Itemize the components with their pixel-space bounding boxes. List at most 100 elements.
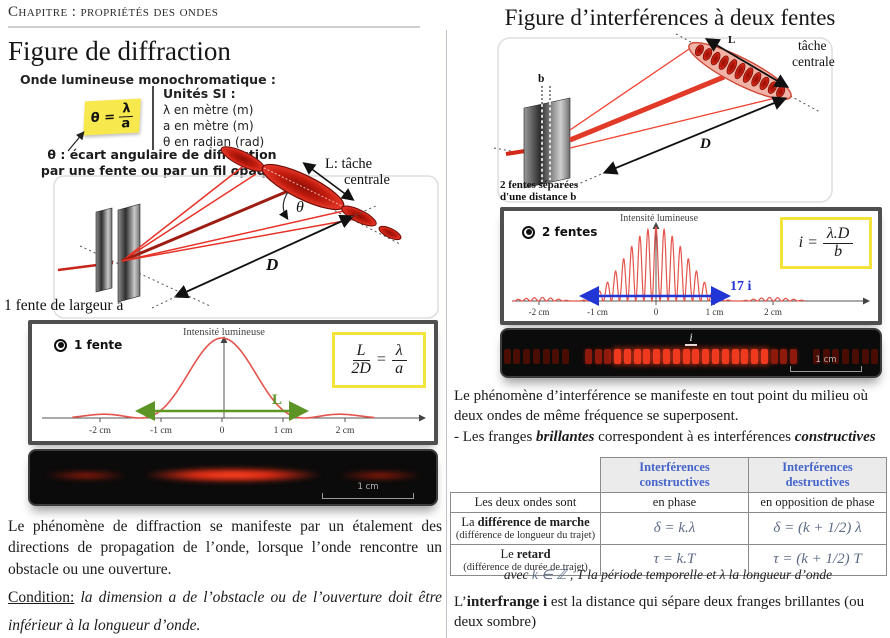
interfrange-annotation: 17 i (730, 279, 752, 294)
table-row: Les deux ondes sont en phase en oppositi… (450, 492, 887, 513)
fringe-bar (552, 349, 560, 364)
scale-bar: 1 cm (790, 355, 862, 372)
tick-label: 2 cm (764, 307, 782, 317)
interference-screen-strip: i 1 cm (500, 328, 882, 378)
row-formula: δ = k.λ (600, 512, 749, 545)
L-annotation: L (272, 392, 282, 408)
diffraction-spot (378, 225, 402, 241)
fringe-bar (822, 349, 830, 364)
row-label: La différence de marche (différence de l… (450, 512, 601, 545)
fringe-bar (672, 349, 680, 364)
fringe-bar (692, 349, 700, 364)
fringe-bar (861, 349, 869, 364)
sticky-lhs: θ = (90, 109, 116, 126)
table-note: avec k ∈ ℤ , T la période temporelle et … (503, 567, 833, 582)
theta-label: θ (296, 199, 304, 216)
condition-paragraph: Condition: la dimension a de l’obstacle … (8, 589, 442, 634)
fringe-bar (770, 349, 778, 364)
legend-label: 2 fentes (542, 225, 598, 239)
fringe-bar (584, 349, 592, 364)
table-header-row: Interférences constructives Interférence… (451, 457, 887, 493)
diffraction-paragraph: Le phénomène de diffraction se manifeste… (8, 518, 442, 578)
fringe-bar (851, 349, 859, 364)
tache-label: tâche (798, 38, 826, 53)
diffraction-spot (220, 146, 266, 172)
fringe-bar (741, 349, 749, 364)
fringe-bar (623, 349, 631, 364)
table-row: Le retard (différence de durée de trajet… (450, 543, 887, 577)
diagram-frame (497, 37, 833, 203)
left-subtitle: Onde lumineuse monochromatique : (20, 72, 276, 87)
row-label: Le retard (différence de durée de trajet… (450, 543, 601, 577)
row-formula: δ = (k + 1/2) λ (748, 512, 887, 545)
unites-line: a en mètre (m) (163, 119, 254, 133)
D-label: D (265, 255, 278, 274)
fringe-bar (842, 349, 850, 364)
diffraction-spot (341, 205, 377, 227)
slits-caption-1: 2 fentes séparées (500, 179, 579, 191)
radio-icon[interactable] (522, 225, 535, 239)
radio-icon[interactable] (54, 338, 67, 352)
chapter-heading: Chapitre : propriétés des ondes (8, 4, 420, 28)
centrale-label: centrale (792, 54, 835, 69)
tick-label: 0 (654, 307, 659, 317)
fringe-bar (643, 349, 651, 364)
legend-label: 1 fente (74, 338, 123, 352)
fringe-bar (663, 349, 671, 364)
legend-2-fentes[interactable]: 2 fentes (522, 225, 597, 239)
fringe-bar (682, 349, 690, 364)
table-header-blank (451, 458, 601, 493)
fringe-bar (532, 349, 540, 364)
diffraction-screen-strip: 1 cm (28, 449, 438, 506)
fringe-bar (653, 349, 661, 364)
unites-line: θ en radian (rad) (163, 135, 265, 149)
slit-plate-left (95, 207, 113, 293)
b-label: b (538, 73, 544, 85)
bullet-line: - Les franges brillantes correspondent à… (454, 428, 876, 445)
scale-bar: 1 cm (322, 482, 414, 499)
sticky-fraction: λ a (118, 101, 135, 131)
table-header-constructives: Interférences constructives (600, 457, 749, 493)
diagram-frame (53, 175, 439, 319)
fringe-bar (523, 349, 531, 364)
sticky-formula: θ = λ a (83, 98, 141, 136)
interference-diagram: b L tâche centrale D 2 fentes séparées d… (493, 33, 835, 203)
diffraction-plot-panel: Intensité lumineuse L -2 cm -1 cm 0 1 cm… (28, 320, 438, 445)
L-label: L (728, 34, 735, 46)
interference-plot: Intensité lumineuse 17 i -2 cm -1 cm 0 1… (512, 213, 870, 317)
slits-caption-2: d'une distance b (500, 191, 576, 203)
fringe-bar (702, 349, 710, 364)
tick-label: -1 cm (150, 426, 173, 436)
fringe-bar (731, 349, 739, 364)
legend-1-fente[interactable]: 1 fente (54, 338, 122, 352)
row-label: Les deux ondes sont (450, 492, 601, 513)
sticky-pointer-arrow-icon (67, 131, 85, 152)
D-label: D (699, 136, 711, 152)
fringe-bar (614, 349, 622, 364)
fringe-bar (760, 349, 768, 364)
tick-label: -2 cm (529, 307, 550, 317)
fringe-bars (503, 349, 879, 364)
side-fringe-left (44, 470, 128, 481)
interfrange-paragraph: L’interfrange i est la distance qui sépa… (454, 594, 865, 631)
interference-table: Interférences constructives Interférence… (450, 457, 887, 577)
row-formula: τ = k.T (600, 543, 749, 577)
diffraction-plot: Intensité lumineuse L -2 cm -1 cm 0 1 cm… (42, 327, 426, 436)
table-header-destructives: Interférences destructives (748, 457, 887, 493)
L-tache-label: L: tâche (325, 156, 372, 172)
interference-curve (512, 226, 805, 303)
side-fringe-right (338, 470, 422, 481)
tick-label: 1 cm (706, 307, 724, 317)
fringe-bar (812, 349, 820, 364)
condition-label: Condition: (8, 589, 75, 606)
row-formula: τ = (k + 1/2) T (748, 543, 887, 577)
tick-label: -1 cm (587, 307, 608, 317)
diffraction-diagram: L: tâche centrale θ D 1 fente de largeur… (4, 146, 439, 319)
fringe-bar (721, 349, 729, 364)
unites-block: Unités SI : λ en mètre (m) a en mètre (m… (152, 86, 264, 150)
fringe-bar (751, 349, 759, 364)
slit-plate-right (117, 203, 141, 303)
